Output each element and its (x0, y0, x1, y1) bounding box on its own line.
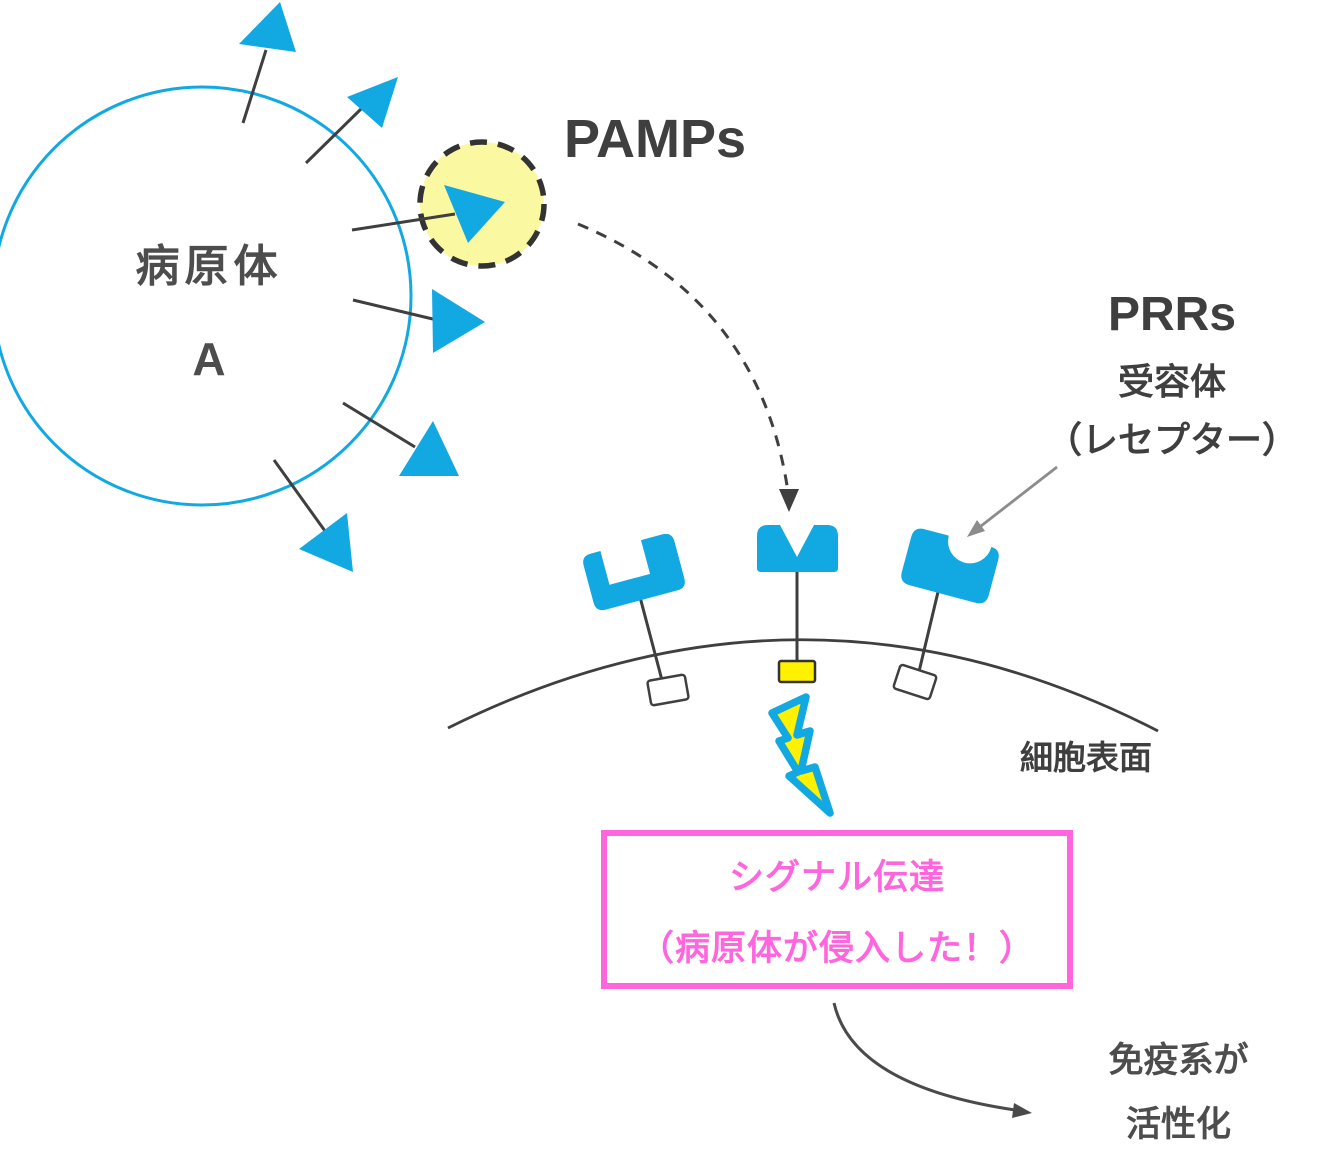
receptor-stem (638, 596, 665, 685)
cell-membrane-curve (447, 638, 1159, 733)
outcome-arrow (832, 1002, 1016, 1112)
pamp-spike-line (304, 107, 363, 165)
prrs-label: PRRs (1107, 288, 1237, 341)
outcome-label-line1: 免疫系が (1108, 1041, 1249, 1080)
pamp-spike-line (272, 459, 327, 532)
pamps-label: PAMPs (564, 109, 747, 169)
membrane-anchor (892, 663, 938, 701)
pamp-triangle-icon (239, 2, 296, 52)
dashed-arrowhead-icon (779, 489, 799, 512)
outcome-label-line2: 活性化 (1125, 1105, 1231, 1144)
pamp-spike-line (342, 401, 416, 449)
signal-box-line2: （病原体が侵入した！） (638, 928, 1035, 968)
prrs-jp-label: 受容体 (1117, 361, 1226, 402)
pamp-triangle-icon (444, 185, 505, 243)
pamp-spike-line (351, 212, 456, 232)
pathogen-variant-label: A (192, 333, 226, 385)
receptor-stem (915, 591, 940, 681)
pathogen-label: 病原体 (135, 242, 283, 291)
pamp-triangle-icon (299, 513, 353, 572)
prrs-jp-reading-label: （レセプター） (1045, 419, 1298, 460)
pamp-spike-line (352, 298, 438, 322)
pamp-spike-lines (241, 49, 438, 532)
signal-anchor (777, 659, 817, 684)
prrs-pointer-arrow (980, 465, 1058, 528)
prrs-pointer-arrowhead-icon (967, 520, 985, 537)
receptor-left-group (583, 533, 685, 611)
receptor-right-group (901, 528, 999, 604)
pamp-to-receptor-dashed-arrow (577, 222, 790, 493)
lightning-bolt-icon (768, 693, 834, 817)
signal-box: シグナル伝達 （病原体が侵入した！） (601, 830, 1073, 989)
pamp-triangle-icon (399, 421, 459, 476)
membrane-anchor-right-group (892, 663, 938, 701)
v-notch-receptor-icon (757, 525, 838, 572)
pamp-triangles (239, 2, 505, 572)
square-notch-receptor-icon (583, 533, 685, 611)
round-notch-receptor-icon (901, 528, 999, 604)
cell-surface-label: 細胞表面 (1020, 739, 1152, 776)
membrane-anchor-left-group (646, 673, 690, 707)
signal-box-line1: シグナル伝達 (728, 857, 945, 897)
outcome-arrowhead-icon (1012, 1103, 1032, 1118)
pamp-triangle-icon (347, 77, 398, 128)
pamp-spike-line (241, 49, 268, 124)
pamp-triangle-icon (432, 289, 485, 353)
membrane-anchor (646, 673, 690, 707)
pathogen-circle (0, 85, 413, 507)
